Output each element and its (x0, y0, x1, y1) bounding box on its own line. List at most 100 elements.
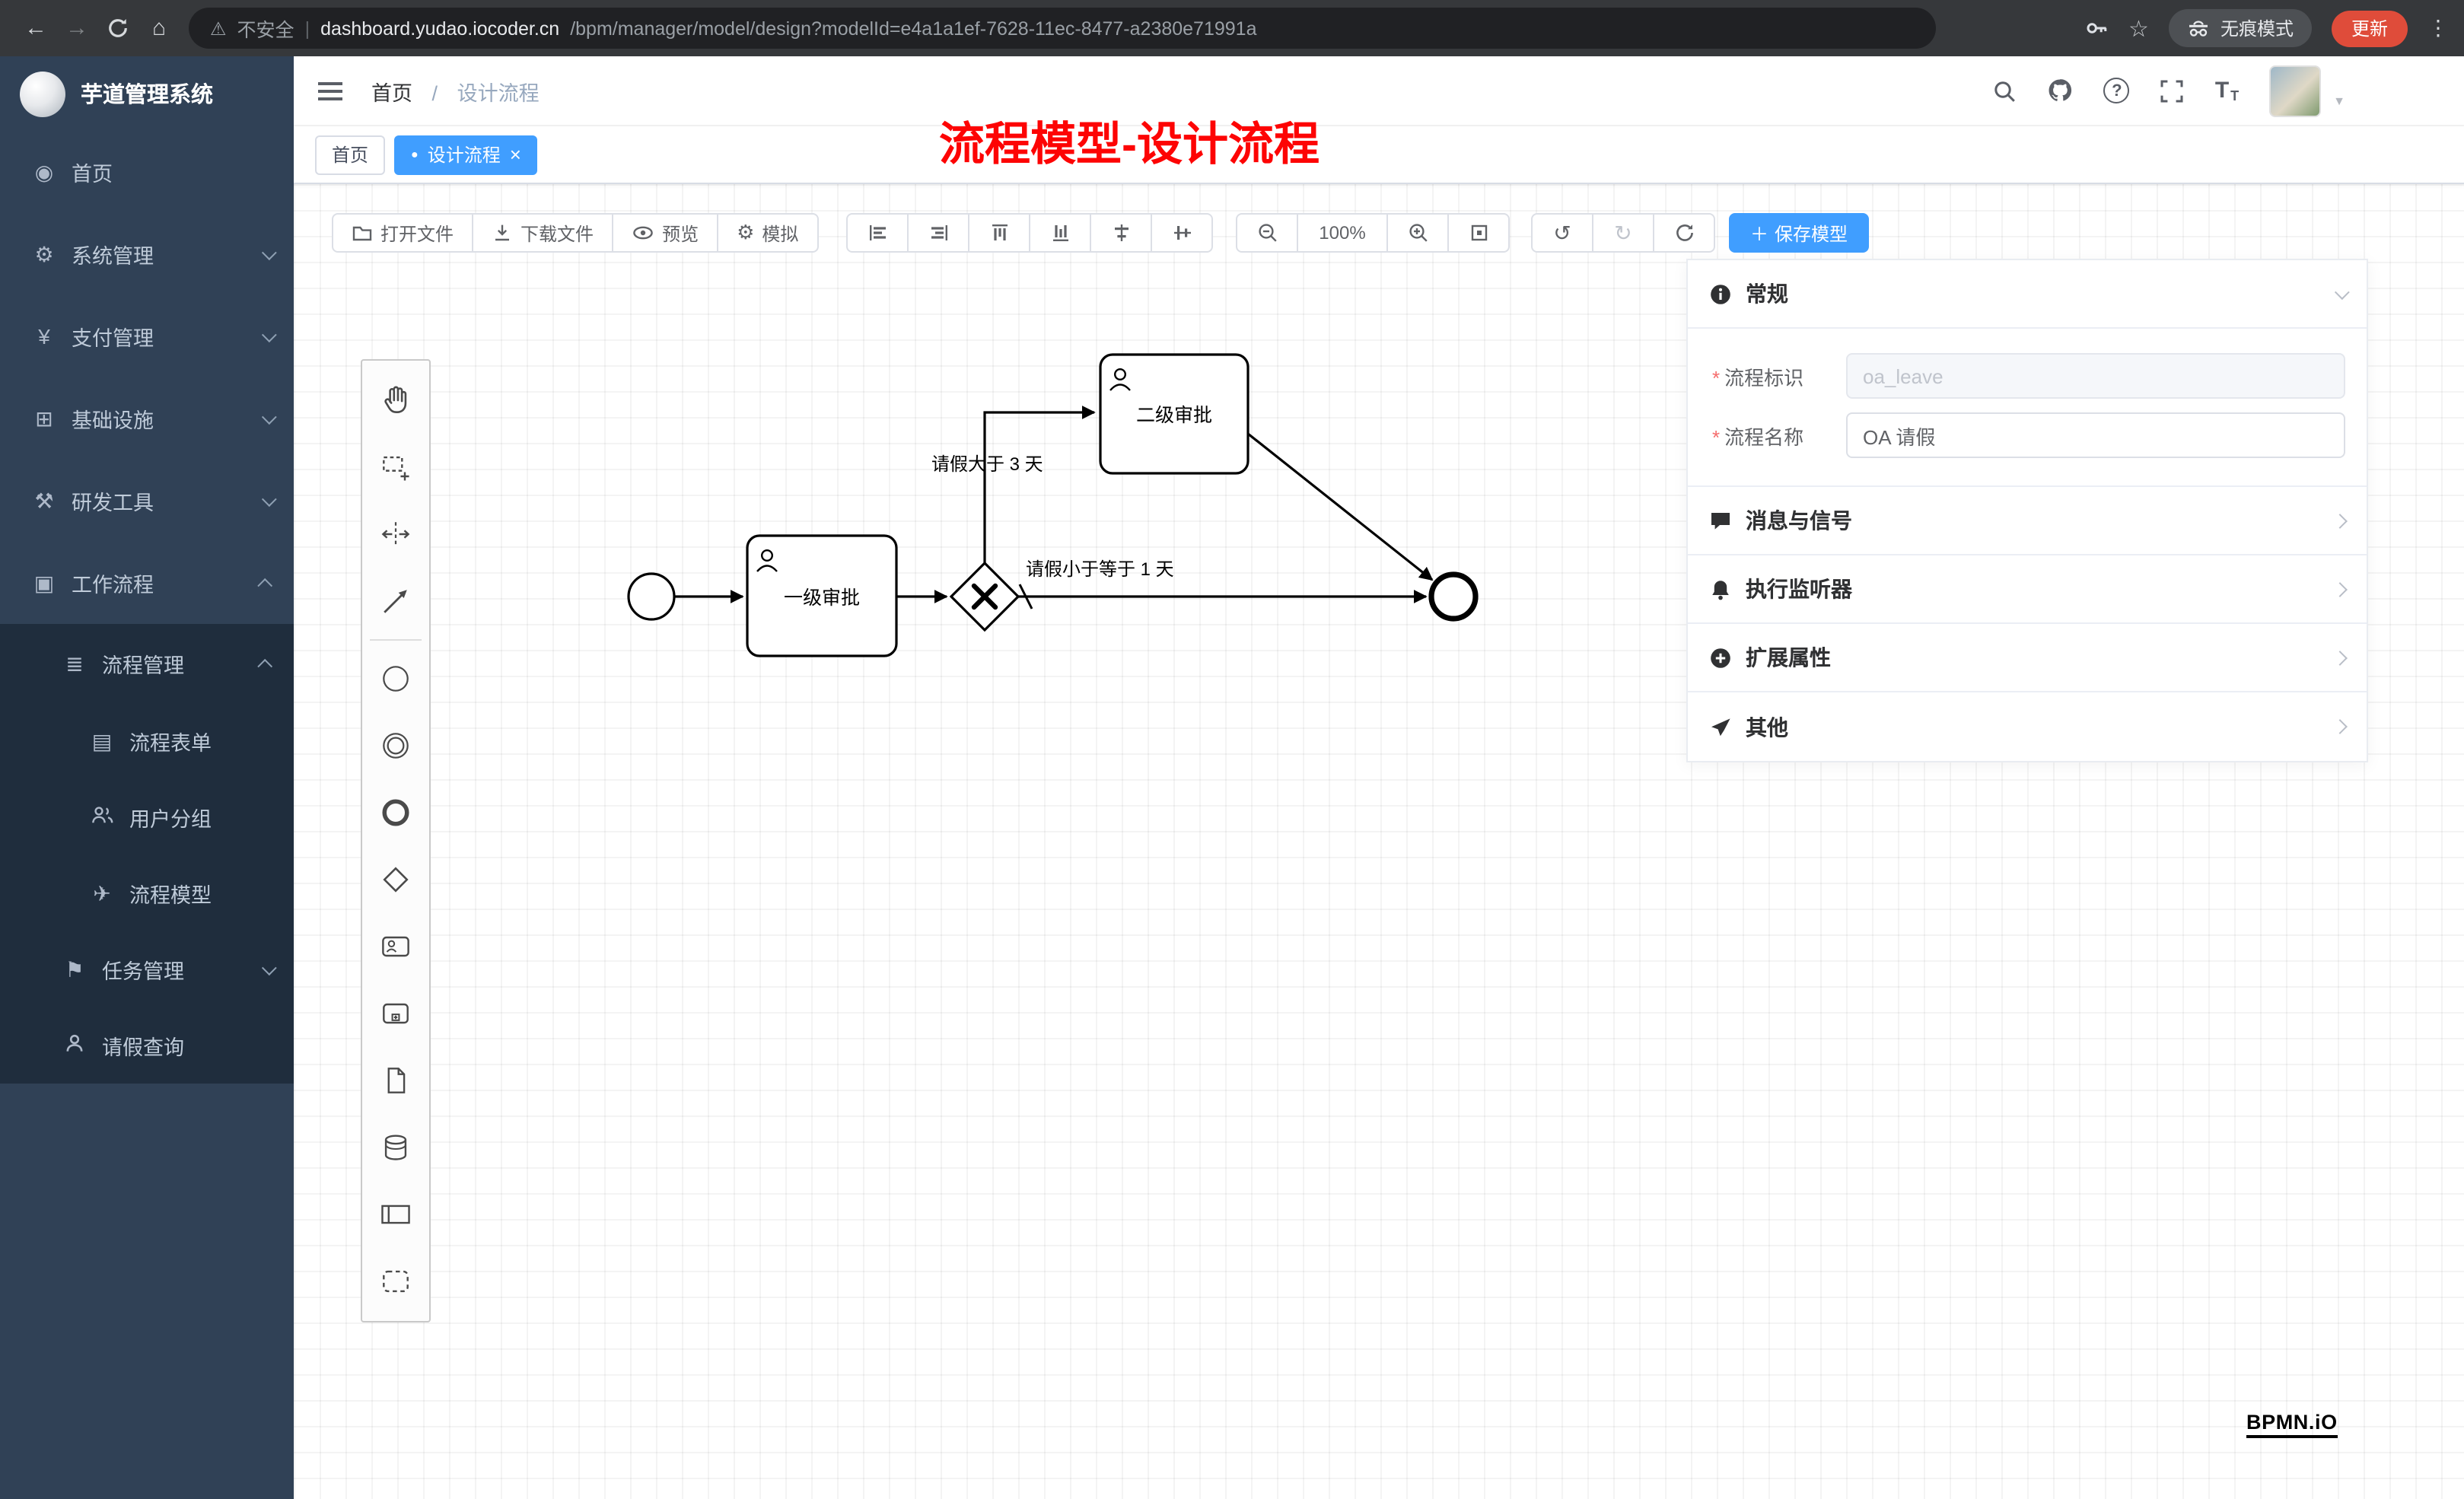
sidebar-item-process-form[interactable]: ▤ 流程表单 (0, 703, 294, 779)
panel-section-extensions[interactable]: 扩展属性 (1688, 624, 2367, 692)
align-center-vertical-icon (1173, 226, 1190, 240)
end-event[interactable] (1428, 571, 1479, 622)
task-second-approval[interactable]: 二级审批 (1099, 353, 1250, 475)
browser-reload-button[interactable] (97, 8, 138, 49)
open-file-button[interactable]: 打开文件 (332, 213, 474, 253)
align-center-horizontal-button[interactable] (1090, 213, 1152, 253)
chevron-up-icon (257, 577, 273, 593)
sidebar-item-payment[interactable]: ¥ 支付管理 (0, 295, 294, 377)
tab-design-process[interactable]: ● 设计流程 × (394, 135, 538, 174)
process-name-input[interactable] (1846, 412, 2345, 458)
preview-button[interactable]: 预览 (612, 213, 719, 253)
align-left-button[interactable] (846, 213, 909, 253)
palette-intermediate-event[interactable] (362, 712, 429, 779)
user-task-icon (756, 549, 778, 572)
sidebar-item-devtools[interactable]: ⚒ 研发工具 (0, 460, 294, 542)
sidebar-item-home[interactable]: ◉ 首页 (0, 131, 294, 213)
sidebar-item-process-model[interactable]: ✈ 流程模型 (0, 855, 294, 931)
tab-label: 设计流程 (427, 145, 501, 166)
palette-gateway[interactable] (362, 846, 429, 913)
incognito-icon (2189, 21, 2208, 37)
align-right-button[interactable] (907, 213, 969, 253)
palette-data-store[interactable] (362, 1114, 429, 1181)
flow-label-bottom[interactable]: 请假小于等于 1 天 (1026, 559, 1174, 580)
help-icon[interactable]: ? (2103, 78, 2130, 103)
close-icon[interactable]: × (509, 143, 521, 166)
address-bar[interactable]: ⚠ 不安全 | dashboard.yudao.iocoder.cn/bpm/m… (189, 8, 1936, 49)
bpmn-canvas[interactable]: 打开文件 下载文件 (294, 184, 2464, 1499)
user-avatar[interactable] (2269, 65, 2322, 116)
download-file-button[interactable]: 下载文件 (472, 213, 614, 253)
sidebar-item-workflow[interactable]: ▣ 工作流程 (0, 542, 294, 624)
palette-group[interactable] (362, 1248, 429, 1315)
palette-start-event[interactable] (362, 645, 429, 712)
avatar-caret-icon[interactable]: ▼ (2333, 94, 2345, 107)
breadcrumb: 首页 / 设计流程 (371, 75, 540, 106)
tab-home[interactable]: 首页 (315, 135, 386, 174)
key-icon[interactable] (2084, 17, 2109, 40)
palette-lasso-tool[interactable] (362, 434, 429, 501)
palette-user-task[interactable] (362, 913, 429, 980)
breadcrumb-home[interactable]: 首页 (371, 81, 412, 104)
bookmark-star-icon[interactable]: ☆ (2128, 16, 2149, 42)
zoom-reset-button[interactable] (1447, 213, 1510, 253)
palette-connect-tool[interactable] (362, 568, 429, 635)
sidebar-collapse-button[interactable] (318, 80, 344, 101)
github-icon[interactable] (2048, 78, 2074, 103)
zoom-out-button[interactable] (1236, 213, 1298, 253)
palette-space-tool[interactable] (362, 501, 429, 568)
task-first-approval[interactable]: 一级审批 (746, 534, 898, 657)
browser-back-button[interactable]: ← (24, 15, 47, 41)
sidebar-item-process-management[interactable]: ≣ 流程管理 (0, 624, 294, 703)
browser-home-button[interactable]: ⌂ (151, 15, 167, 41)
panel-section-general[interactable]: 常规 (1688, 260, 2367, 329)
browser-menu-icon[interactable]: ⋮ (2427, 15, 2449, 40)
panel-section-other[interactable]: 其他 (1688, 692, 2367, 761)
palette-separator (370, 639, 422, 641)
sidebar-item-label: 用户分组 (129, 808, 212, 831)
properties-panel: 常规 *流程标识 *流程名称 (1686, 259, 2368, 762)
sidebar-item-infrastructure[interactable]: ⊞ 基础设施 (0, 377, 294, 460)
panel-section-messages[interactable]: 消息与信号 (1688, 487, 2367, 555)
browser-update-button[interactable]: 更新 (2331, 10, 2408, 46)
palette-subprocess[interactable] (362, 980, 429, 1047)
process-key-input[interactable] (1846, 353, 2345, 399)
sidebar-item-task-management[interactable]: ⚑ 任务管理 (0, 931, 294, 1007)
search-icon[interactable] (1993, 78, 2017, 103)
flow-label-top[interactable]: 请假大于 3 天 (931, 454, 1043, 475)
sidebar-item-system[interactable]: ⚙ 系统管理 (0, 213, 294, 295)
sidebar-item-leave-query[interactable]: 请假查询 (0, 1007, 294, 1084)
flow-task2-to-end[interactable] (1247, 432, 1434, 581)
bpmn-diagram[interactable]: 请假大于 3 天 请假小于等于 1 天 一级审批 (294, 184, 2464, 1499)
sidebar-item-label: 请假查询 (102, 1036, 184, 1059)
align-top-button[interactable] (968, 213, 1030, 253)
align-right-icon (931, 225, 947, 240)
refresh-button[interactable] (1653, 213, 1715, 253)
palette-hand-tool[interactable] (362, 367, 429, 434)
chevron-right-icon (2332, 513, 2348, 528)
save-model-button[interactable]: ＋ 保存模型 (1729, 213, 1870, 253)
palette-participant[interactable] (362, 1181, 429, 1248)
simulate-label: 模拟 (762, 223, 799, 244)
flow-gateway-to-task2[interactable] (983, 406, 1096, 563)
chevron-right-icon (2332, 581, 2348, 597)
start-event[interactable] (627, 572, 676, 621)
browser-forward-button[interactable]: → (65, 15, 88, 41)
exclusive-gateway[interactable] (949, 561, 1020, 632)
zoom-level-value[interactable]: 100% (1297, 213, 1388, 253)
palette-end-event[interactable] (362, 779, 429, 846)
panel-section-listeners[interactable]: 执行监听器 (1688, 555, 2367, 624)
align-center-vertical-button[interactable] (1151, 213, 1213, 253)
bpmn-io-logo-link[interactable]: BPMN.iO (2246, 1411, 2338, 1438)
process-key-field: *流程标识 (1712, 353, 2345, 399)
simulate-button[interactable]: ⚙ 模拟 (717, 213, 819, 253)
sidebar-item-user-group[interactable]: 用户分组 (0, 779, 294, 855)
gateway-x-icon (971, 583, 998, 610)
palette-data-object[interactable] (362, 1047, 429, 1114)
undo-button[interactable]: ↺ (1531, 213, 1593, 253)
fullscreen-icon[interactable] (2160, 78, 2185, 103)
align-bottom-button[interactable] (1029, 213, 1091, 253)
redo-button[interactable]: ↻ (1592, 213, 1654, 253)
zoom-in-button[interactable] (1386, 213, 1449, 253)
